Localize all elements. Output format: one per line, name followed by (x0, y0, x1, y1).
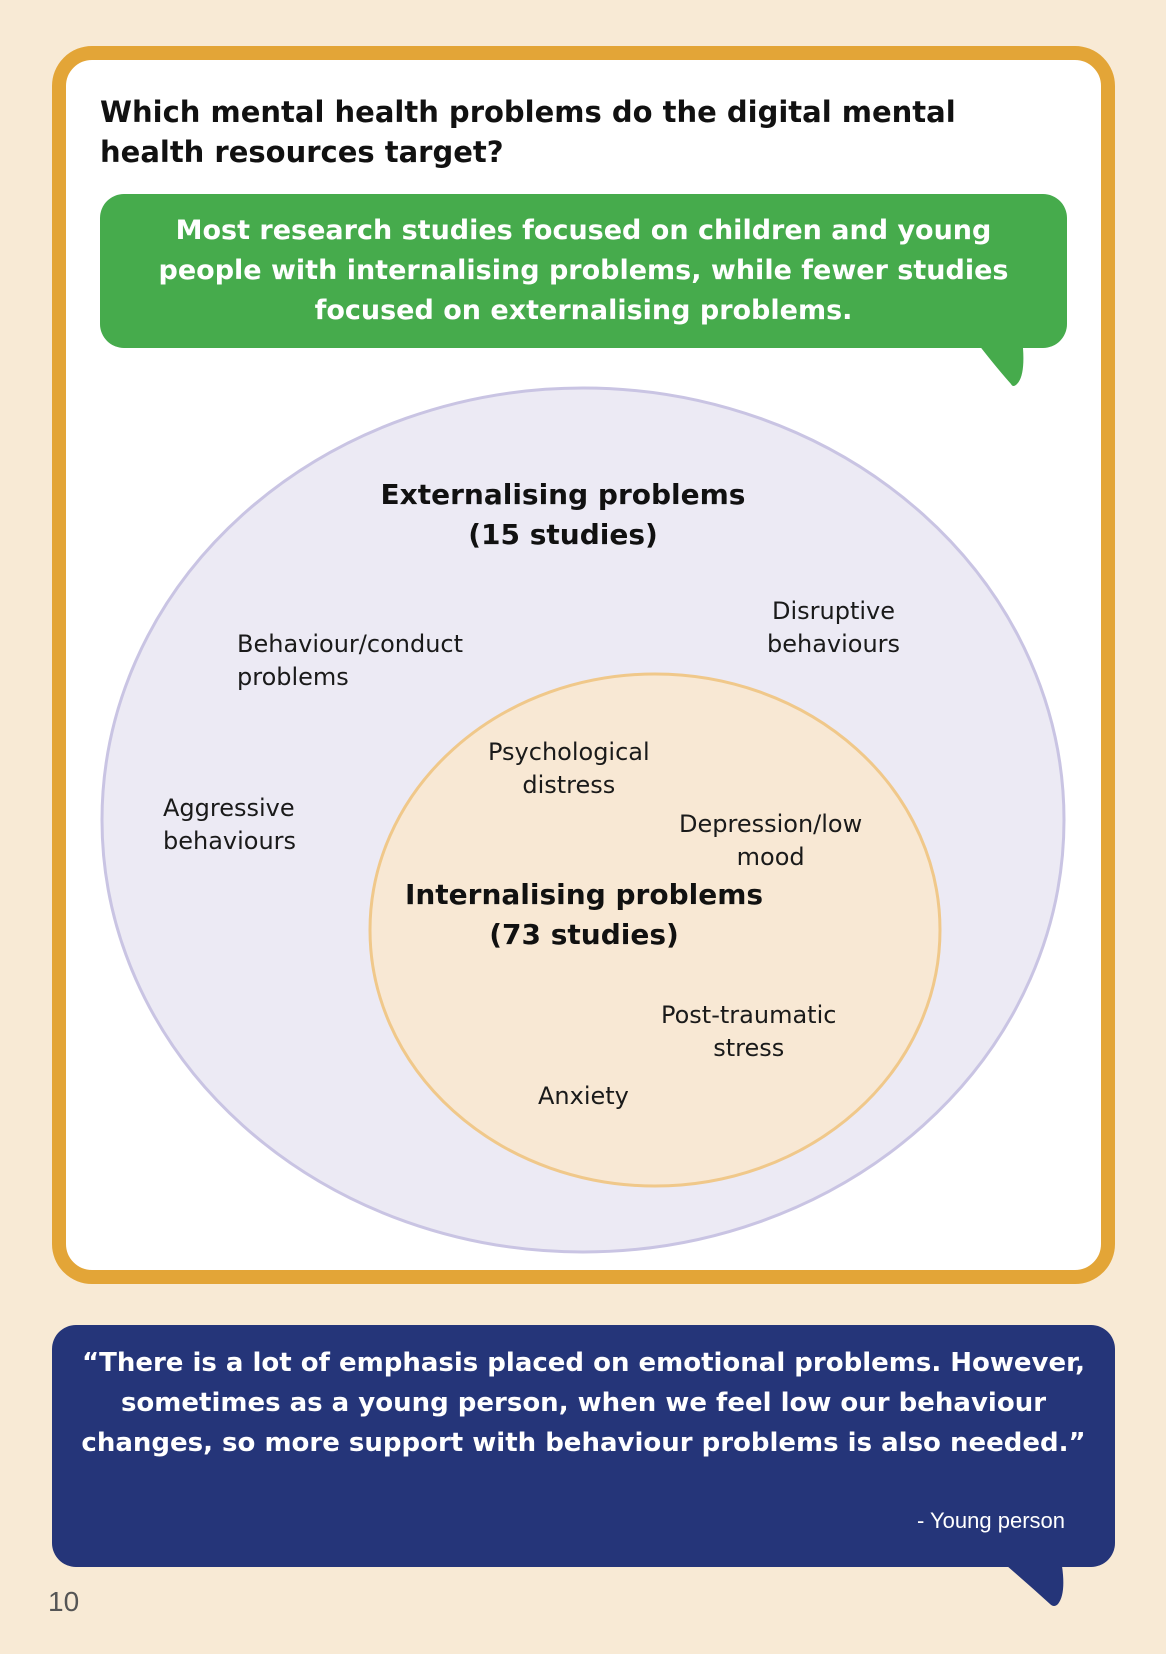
page-question: Which mental health problems do the digi… (100, 95, 956, 169)
young-person-quote: “There is a lot of emphasis placed on em… (81, 1348, 1086, 1458)
quote-callout (52, 1325, 1115, 1567)
quote-attribution: - Young person (916, 1508, 1065, 1533)
post-traumatic-stress-label: Post-traumatic stress (661, 1001, 837, 1062)
summary-callout-tail (975, 340, 1024, 386)
psychological-distress-label: Psychological distress (488, 738, 650, 799)
summary-text: Most research studies focused on childre… (158, 215, 1009, 326)
internalising-title: Internalising problems (73 studies) (404, 878, 764, 951)
aggressive-behaviours-label: Aggressive behaviours (163, 794, 297, 855)
depression-label: Depression/low mood (679, 810, 863, 871)
anxiety-label: Anxiety (538, 1082, 629, 1110)
quote-callout-tail (1000, 1560, 1064, 1606)
behaviour-conduct-label: Behaviour/conduct problems (237, 630, 464, 691)
externalising-title: Externalising problems (15 studies) (380, 478, 746, 551)
disruptive-behaviours-label: Disruptive behaviours (767, 597, 901, 658)
page-number: 10 (48, 1586, 80, 1617)
summary-callout: Most research studies focused on childre… (100, 194, 1067, 348)
